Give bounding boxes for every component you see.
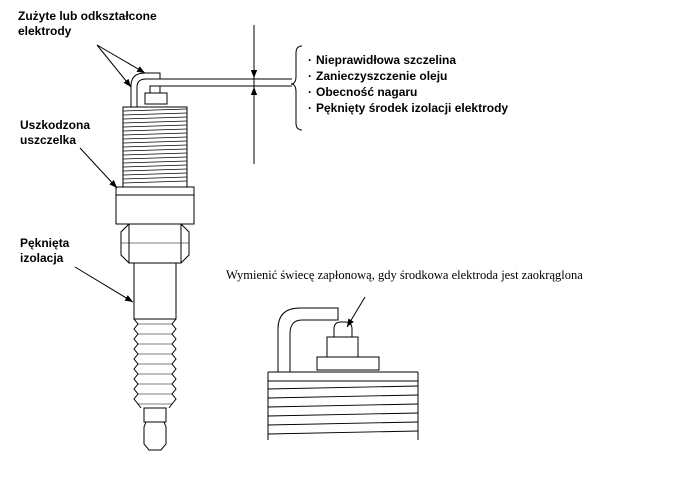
upper-insulator: [133, 262, 177, 320]
cause-item: ·Nieprawidłowa szczelina: [308, 53, 457, 67]
detail-center-electrode: [333, 321, 353, 337]
gap-dimension: [160, 25, 303, 164]
shell-collar: [115, 194, 195, 225]
terminal-nut: [143, 421, 167, 451]
center-electrode: [149, 85, 161, 94]
hex-nut: [120, 223, 190, 264]
terminal-neck: [143, 407, 167, 423]
ground-electrode: [130, 72, 161, 107]
detail-insulator-base: [316, 356, 380, 371]
label-damaged-gasket: Uszkodzona uszczelka: [20, 118, 91, 147]
insulator-tip: [144, 92, 168, 105]
detail-insulator: [326, 336, 359, 358]
cause-item: ·Pęknięty środek izolacji elektrody: [308, 101, 509, 115]
thread-lines: [122, 108, 188, 184]
cause-item: ·Obecność nagaru: [308, 85, 418, 99]
label-cracked-insulation: Pęknięta izolacja: [20, 236, 70, 265]
label-worn-electrodes: Zużyte lub odkształcone elektrody: [18, 9, 157, 38]
insulator-ribs: [133, 318, 177, 409]
detail-thread-lines: [267, 385, 419, 435]
label-pointers: [74, 44, 366, 328]
cause-item: ·Zanieczyszczenie oleju: [308, 69, 448, 83]
detail-view: [267, 307, 419, 440]
detail-ground-electrode: [277, 307, 339, 372]
list-brace: [290, 45, 303, 131]
spark-plug-illustration: [115, 72, 195, 451]
cause-list: ·Nieprawidłowa szczelina ·Zanieczyszczen…: [308, 52, 508, 116]
replace-note: Wymienić świecę zapłonową, gdy środkowa …: [226, 268, 583, 282]
gasket: [115, 186, 195, 196]
